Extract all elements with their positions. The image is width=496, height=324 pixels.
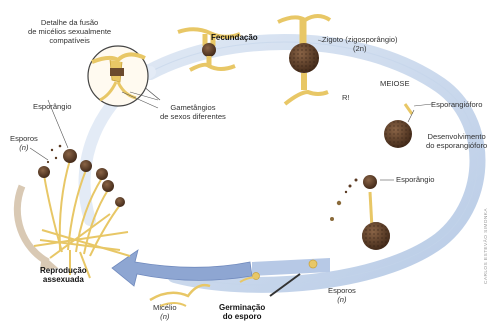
label-zigoto: Zigoto (zigosporângio) (2n) xyxy=(322,35,398,53)
sporangium-right xyxy=(330,175,394,250)
label-esporangio-right: Esporângio xyxy=(396,175,434,184)
label-desenvolvimento: Desenvolvimento do esporangióforo xyxy=(426,132,487,150)
label-gametangios: Gametângios de sexos diferentes xyxy=(160,103,226,121)
label-reproducao: Reprodução assexuada xyxy=(40,266,87,284)
artist-credit: CARLOS ESTEVÃO SIMONKA xyxy=(484,208,489,284)
label-micelio: Micélio (n) xyxy=(153,303,177,321)
label-esporos-left: Esporos (n) xyxy=(10,134,38,152)
label-r: R! xyxy=(342,93,350,102)
label-meiose: MEIOSE xyxy=(380,79,410,88)
sporangiophore-development xyxy=(384,104,432,148)
label-detalhe: Detalhe da fusão de micélios sexualmente… xyxy=(28,18,111,45)
label-esporangio-left: Esporângio xyxy=(33,102,71,111)
asexual-sporangia-cluster xyxy=(30,100,130,278)
zygote-structure xyxy=(278,16,330,104)
label-germinacao: Germinação do esporo xyxy=(219,303,265,321)
label-esporos-bottom: Esporos (n) xyxy=(328,286,356,304)
label-esporangioforo: Esporangióforo xyxy=(431,100,483,109)
label-fecundacao: Fecundação xyxy=(211,33,258,42)
